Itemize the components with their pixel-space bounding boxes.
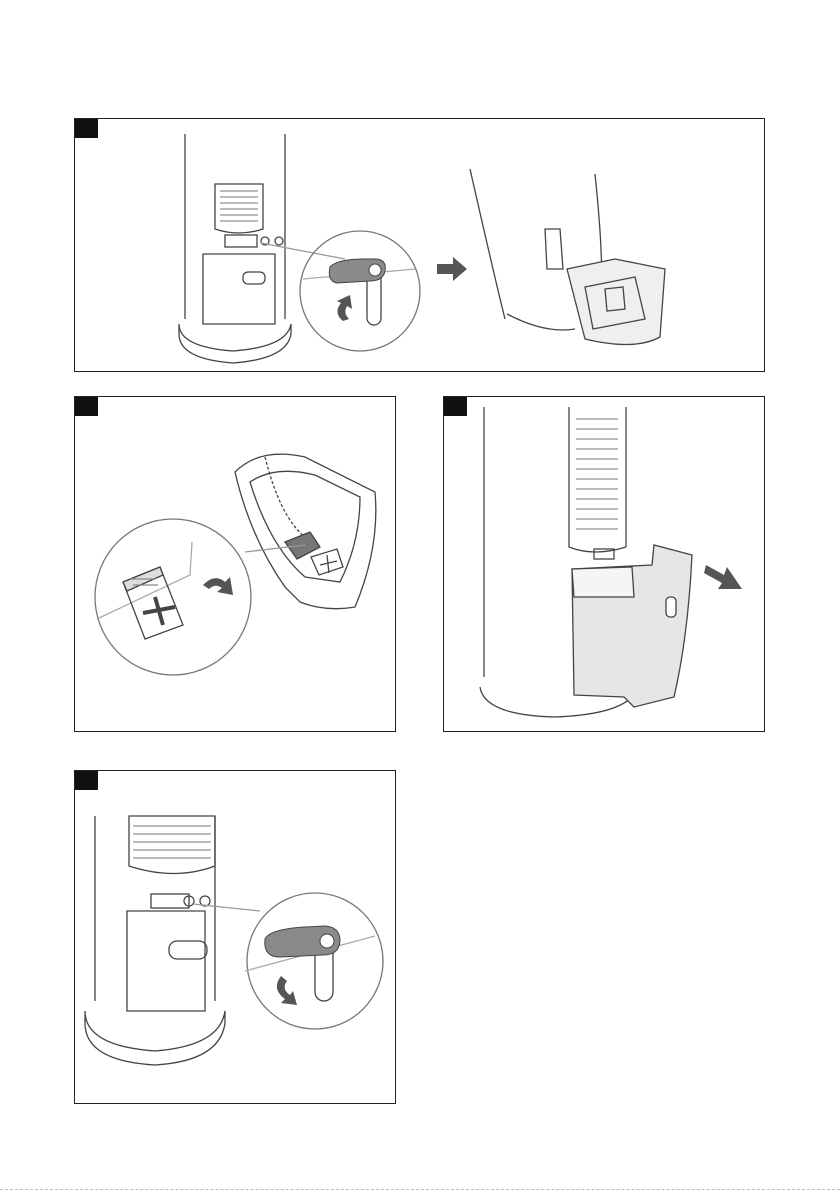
tower-unit-icon (85, 816, 225, 1065)
right-arrow-icon (437, 257, 467, 281)
water-tank-icon (235, 454, 376, 609)
step-panel-2 (74, 396, 396, 732)
diagonal-arrow-icon (704, 565, 742, 589)
rotate-up-arrow-icon (337, 295, 352, 321)
page-bottom-divider (0, 1189, 840, 1190)
step-panel-4 (74, 770, 396, 1104)
lever-zoom-callout-icon (300, 231, 420, 351)
step-panel-3 (443, 396, 765, 732)
rotate-down-arrow-icon (277, 976, 297, 1005)
tower-unit-icon (179, 134, 291, 363)
float-zoom-callout-icon (95, 519, 251, 675)
tank-lowered-icon (470, 169, 665, 345)
step-panel-1 (74, 118, 765, 372)
panel-2-illustration (75, 397, 396, 732)
rotate-arrow-icon (203, 577, 233, 595)
tank-remove-icon (572, 545, 692, 707)
panel-1-illustration (75, 119, 765, 372)
panel-4-illustration (75, 771, 396, 1104)
panel-3-illustration (444, 397, 765, 732)
